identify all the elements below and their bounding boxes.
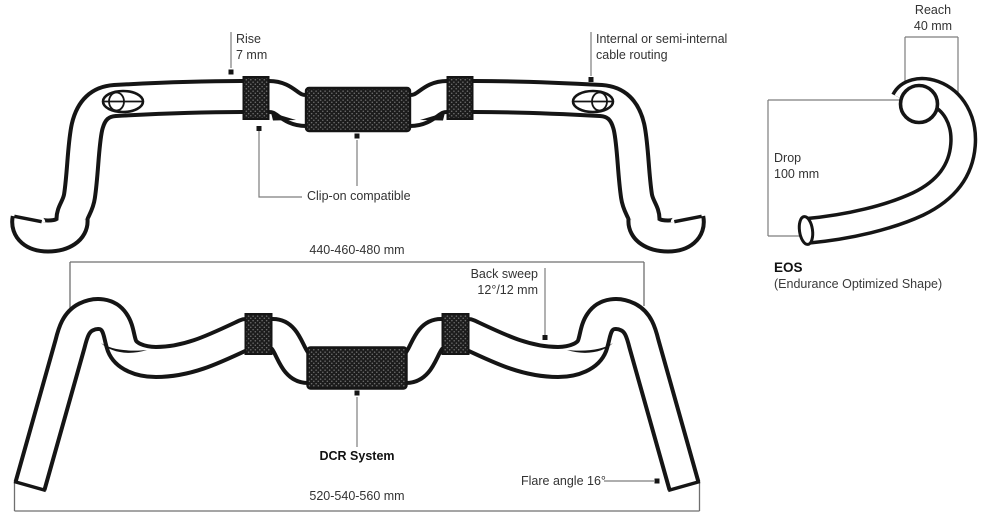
- label-rise: Rise 7 mm: [236, 32, 268, 62]
- label-reach: Reach 40 mm: [913, 3, 953, 33]
- bar-top-cross-section: [898, 83, 940, 125]
- top-view-handlebar: [12, 314, 702, 491]
- bar-end-opening: [797, 215, 815, 246]
- label-eos-title: EOS: [774, 260, 803, 275]
- label-clip-on: Clip-on compatible: [307, 189, 411, 203]
- label-back-sweep: Back sweep 12°/12 mm: [470, 267, 538, 297]
- callout-dots: [228, 69, 660, 484]
- callout-leader-lines: [230, 32, 654, 482]
- front-center-clamp-section: [304, 86, 412, 133]
- label-top-width: 440-460-480 mm: [309, 243, 405, 257]
- label-cable-routing: Internal or semi-internal cable routing: [596, 32, 728, 62]
- label-flare-angle: Flare angle 16°: [521, 474, 606, 488]
- front-view-handlebar: [14, 75, 701, 236]
- label-dcr-system: DCR System: [319, 449, 395, 463]
- dcr-center-section: [306, 346, 408, 390]
- side-view-handlebar: [797, 76, 978, 246]
- width-dimension-lines: [13, 261, 701, 512]
- label-drop: Drop 100 mm: [774, 151, 820, 181]
- label-bottom-width: 520-540-560 mm: [309, 489, 405, 503]
- label-eos-subtitle: (Endurance Optimized Shape): [774, 277, 943, 291]
